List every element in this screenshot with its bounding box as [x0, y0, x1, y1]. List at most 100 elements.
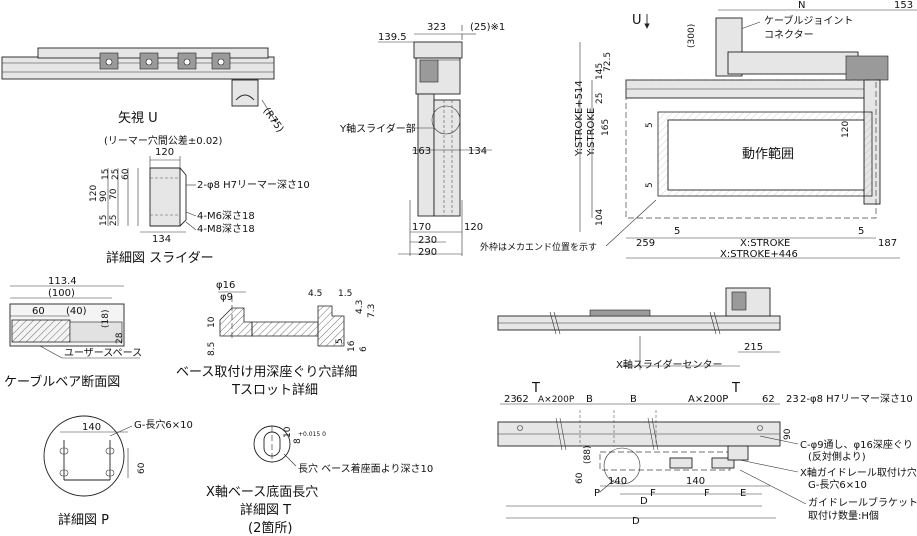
dim-5c: 5	[674, 226, 680, 237]
detail-p-60: 60	[137, 462, 147, 474]
side-dim-230: 230	[418, 235, 437, 246]
front-view: 215 X軸スライダーセンター	[497, 287, 781, 371]
slider-dim-v2: 25	[111, 169, 121, 180]
dim-5: 5	[335, 338, 345, 344]
slider-detail-title: 詳細図 スライダー	[106, 250, 214, 266]
cable-bear-title: ケーブルベア断面図	[4, 374, 120, 390]
x-center-label: X軸スライダーセンター	[616, 358, 722, 371]
cb-dim-100: (100)	[48, 288, 75, 299]
side-dim-170: 170	[412, 222, 431, 233]
bv-dim-23b: 23	[786, 394, 799, 405]
side-dim-25: (25)※1	[470, 22, 505, 33]
phi9-label: φ9	[220, 292, 233, 303]
dim-187: 187	[878, 238, 897, 249]
bv-dim-88: (88)	[583, 446, 593, 464]
dim-120-top: 120	[841, 121, 851, 138]
side-dim-163: 163	[412, 146, 431, 157]
dim-5a: 5	[645, 122, 655, 128]
bv-dim-62b: 62	[762, 394, 775, 405]
bv-bracket1: ガイドレールブラケット	[808, 496, 917, 509]
dim-5d: 5	[858, 226, 864, 237]
bv-ax200-a: A×200P	[538, 395, 575, 405]
dim-165: 165	[601, 119, 611, 136]
slider-dim-v1: 15	[101, 169, 111, 180]
bv-f1: F	[650, 488, 656, 499]
bv-d1: D	[640, 496, 648, 507]
bv-e: E	[740, 488, 746, 499]
top-view: U N 153 ケーブルジョイント コネクター (300) 動作範囲 Y:STR…	[480, 0, 917, 260]
bv-dim-140a: 140	[608, 476, 627, 487]
reamer-note: (リーマー穴間公差±0.02)	[104, 134, 223, 147]
bv-dim-60: 60	[575, 472, 585, 484]
dim-10: 10	[207, 316, 217, 328]
dim-145: 145	[595, 63, 605, 80]
bv-c-note2: (反対側より)	[808, 450, 866, 463]
detail-t-title-1: X軸ベース底面長穴	[206, 484, 318, 500]
y-stroke: Y:STROKE	[586, 108, 597, 157]
slider-note-reamer: 2-φ8 H7リーマー深さ10	[197, 179, 310, 191]
bv-rail-note2: G-長穴6×10	[808, 478, 867, 491]
detail-t-tol: +0.015 0	[298, 431, 326, 438]
dim-73: 7.3	[367, 304, 377, 318]
dim-25: 25	[595, 93, 605, 104]
cb-dim-40: (40)	[66, 306, 87, 317]
base-hole-title-1: ベース取付け用深座ぐり穴詳細	[176, 364, 357, 380]
side-dim-139: 139.5	[378, 32, 407, 43]
side-view: 323 139.5 (25)※1 Y軸スライダー部 163 134 170 12…	[339, 22, 505, 258]
user-space-label: ユーザースペース	[64, 347, 142, 359]
u-arrow-label: U	[632, 13, 642, 28]
bv-rail-note1: X軸ガイドレール取付け穴	[800, 466, 917, 479]
slider-note-m8: 4-M8深さ18	[197, 223, 255, 235]
bv-b1: B	[586, 394, 593, 405]
dim-259: 259	[636, 238, 655, 249]
slider-dim-v4: 120	[89, 185, 99, 202]
detail-p-140: 140	[82, 422, 101, 433]
slider-dim-v5: 90	[99, 190, 109, 202]
cb-dim-60: 60	[32, 306, 45, 317]
cb-dim-28: 28	[115, 332, 125, 344]
bv-ax200-b: A×200P	[688, 394, 728, 405]
radius-label: (R75)	[261, 106, 286, 135]
base-hole-title-2: Tスロット詳細	[231, 382, 318, 398]
bv-dim-23a: 23	[504, 394, 517, 405]
detail-t: 10 8 +0.015 0 長穴 ベース着座面より深さ10 X軸ベース底面長穴 …	[206, 425, 433, 536]
bv-p: P	[594, 488, 600, 499]
t1-label: T	[531, 381, 540, 396]
n-label: N	[798, 0, 805, 11]
slider-dim-v7: 15	[99, 215, 109, 226]
base-hole-detail: φ16 φ9 10 8.5 4.5 1.5 4.3 7.3 5 16 6 ベース…	[176, 280, 377, 398]
dim-300: (300)	[687, 24, 697, 48]
dim-153: 153	[894, 0, 913, 11]
bv-bracket2: 取付け数量:H個	[808, 509, 879, 522]
bv-f2: F	[704, 488, 710, 499]
bv-dim-62a: 62	[516, 394, 529, 405]
slider-dim-bottom: 134	[152, 234, 171, 245]
range-label: 動作範囲	[742, 147, 794, 162]
cable-label-1: ケーブルジョイント	[764, 14, 853, 27]
detail-t-10: 10	[283, 426, 293, 438]
view-u: (R75) 矢視 U (リーマー穴間公差±0.02)	[1, 47, 286, 147]
detail-t-title-2: 詳細図 T	[240, 502, 291, 518]
cb-dim-18: (18)	[101, 310, 111, 328]
slider-dim-v8: 25	[109, 215, 119, 226]
dim-5b: 5	[645, 182, 655, 188]
slider-dim-v3: 60	[121, 168, 131, 180]
bv-reamer: 2-φ8 H7リーマー深さ10	[800, 393, 913, 405]
bv-d2: D	[632, 516, 640, 527]
detail-p: 140 60 G-長穴6×10 詳細図 P	[43, 415, 193, 528]
detail-t-note: 長穴 ベース着座面より深さ10	[298, 462, 433, 475]
bv-c-note1: C-φ9通し、φ16深座ぐり	[800, 438, 913, 451]
dim-16: 16	[347, 340, 357, 352]
detail-t-8: 8	[293, 438, 303, 444]
dim-104: 104	[595, 209, 605, 226]
x-stroke-446: X:STROKE+446	[720, 249, 798, 260]
dim-43: 4.3	[355, 300, 365, 314]
slider-detail: 120 134 15 25 60 120 90 70 15 25 2-φ8 H7…	[89, 147, 310, 266]
outer-note: 外枠はメカエンド位置を示す	[480, 241, 597, 253]
side-dim-120: 120	[464, 222, 483, 233]
view-u-title: 矢視 U	[118, 111, 158, 126]
y-stroke-514: Y:STROKE+514	[574, 80, 585, 157]
dim-85: 8.5	[207, 342, 217, 356]
slider-note-m6: 4-M6深さ18	[197, 210, 255, 222]
phi16-label: φ16	[216, 280, 235, 291]
